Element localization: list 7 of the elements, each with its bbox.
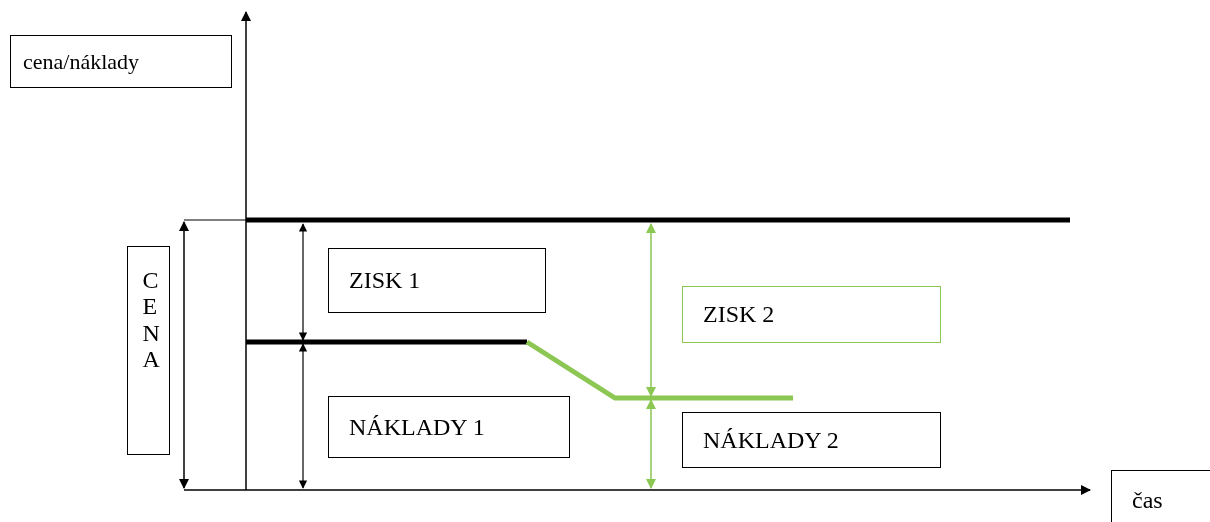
price-label: CENA: [127, 246, 170, 455]
profit-label: ZISK 1: [328, 248, 546, 313]
axis-title: cena/náklady: [10, 35, 232, 88]
profit-label: ZISK 2: [682, 286, 941, 343]
cost-label: NÁKLADY 2: [682, 412, 941, 468]
axis-title: čas: [1111, 470, 1210, 522]
cost-label: NÁKLADY 1: [328, 396, 570, 458]
